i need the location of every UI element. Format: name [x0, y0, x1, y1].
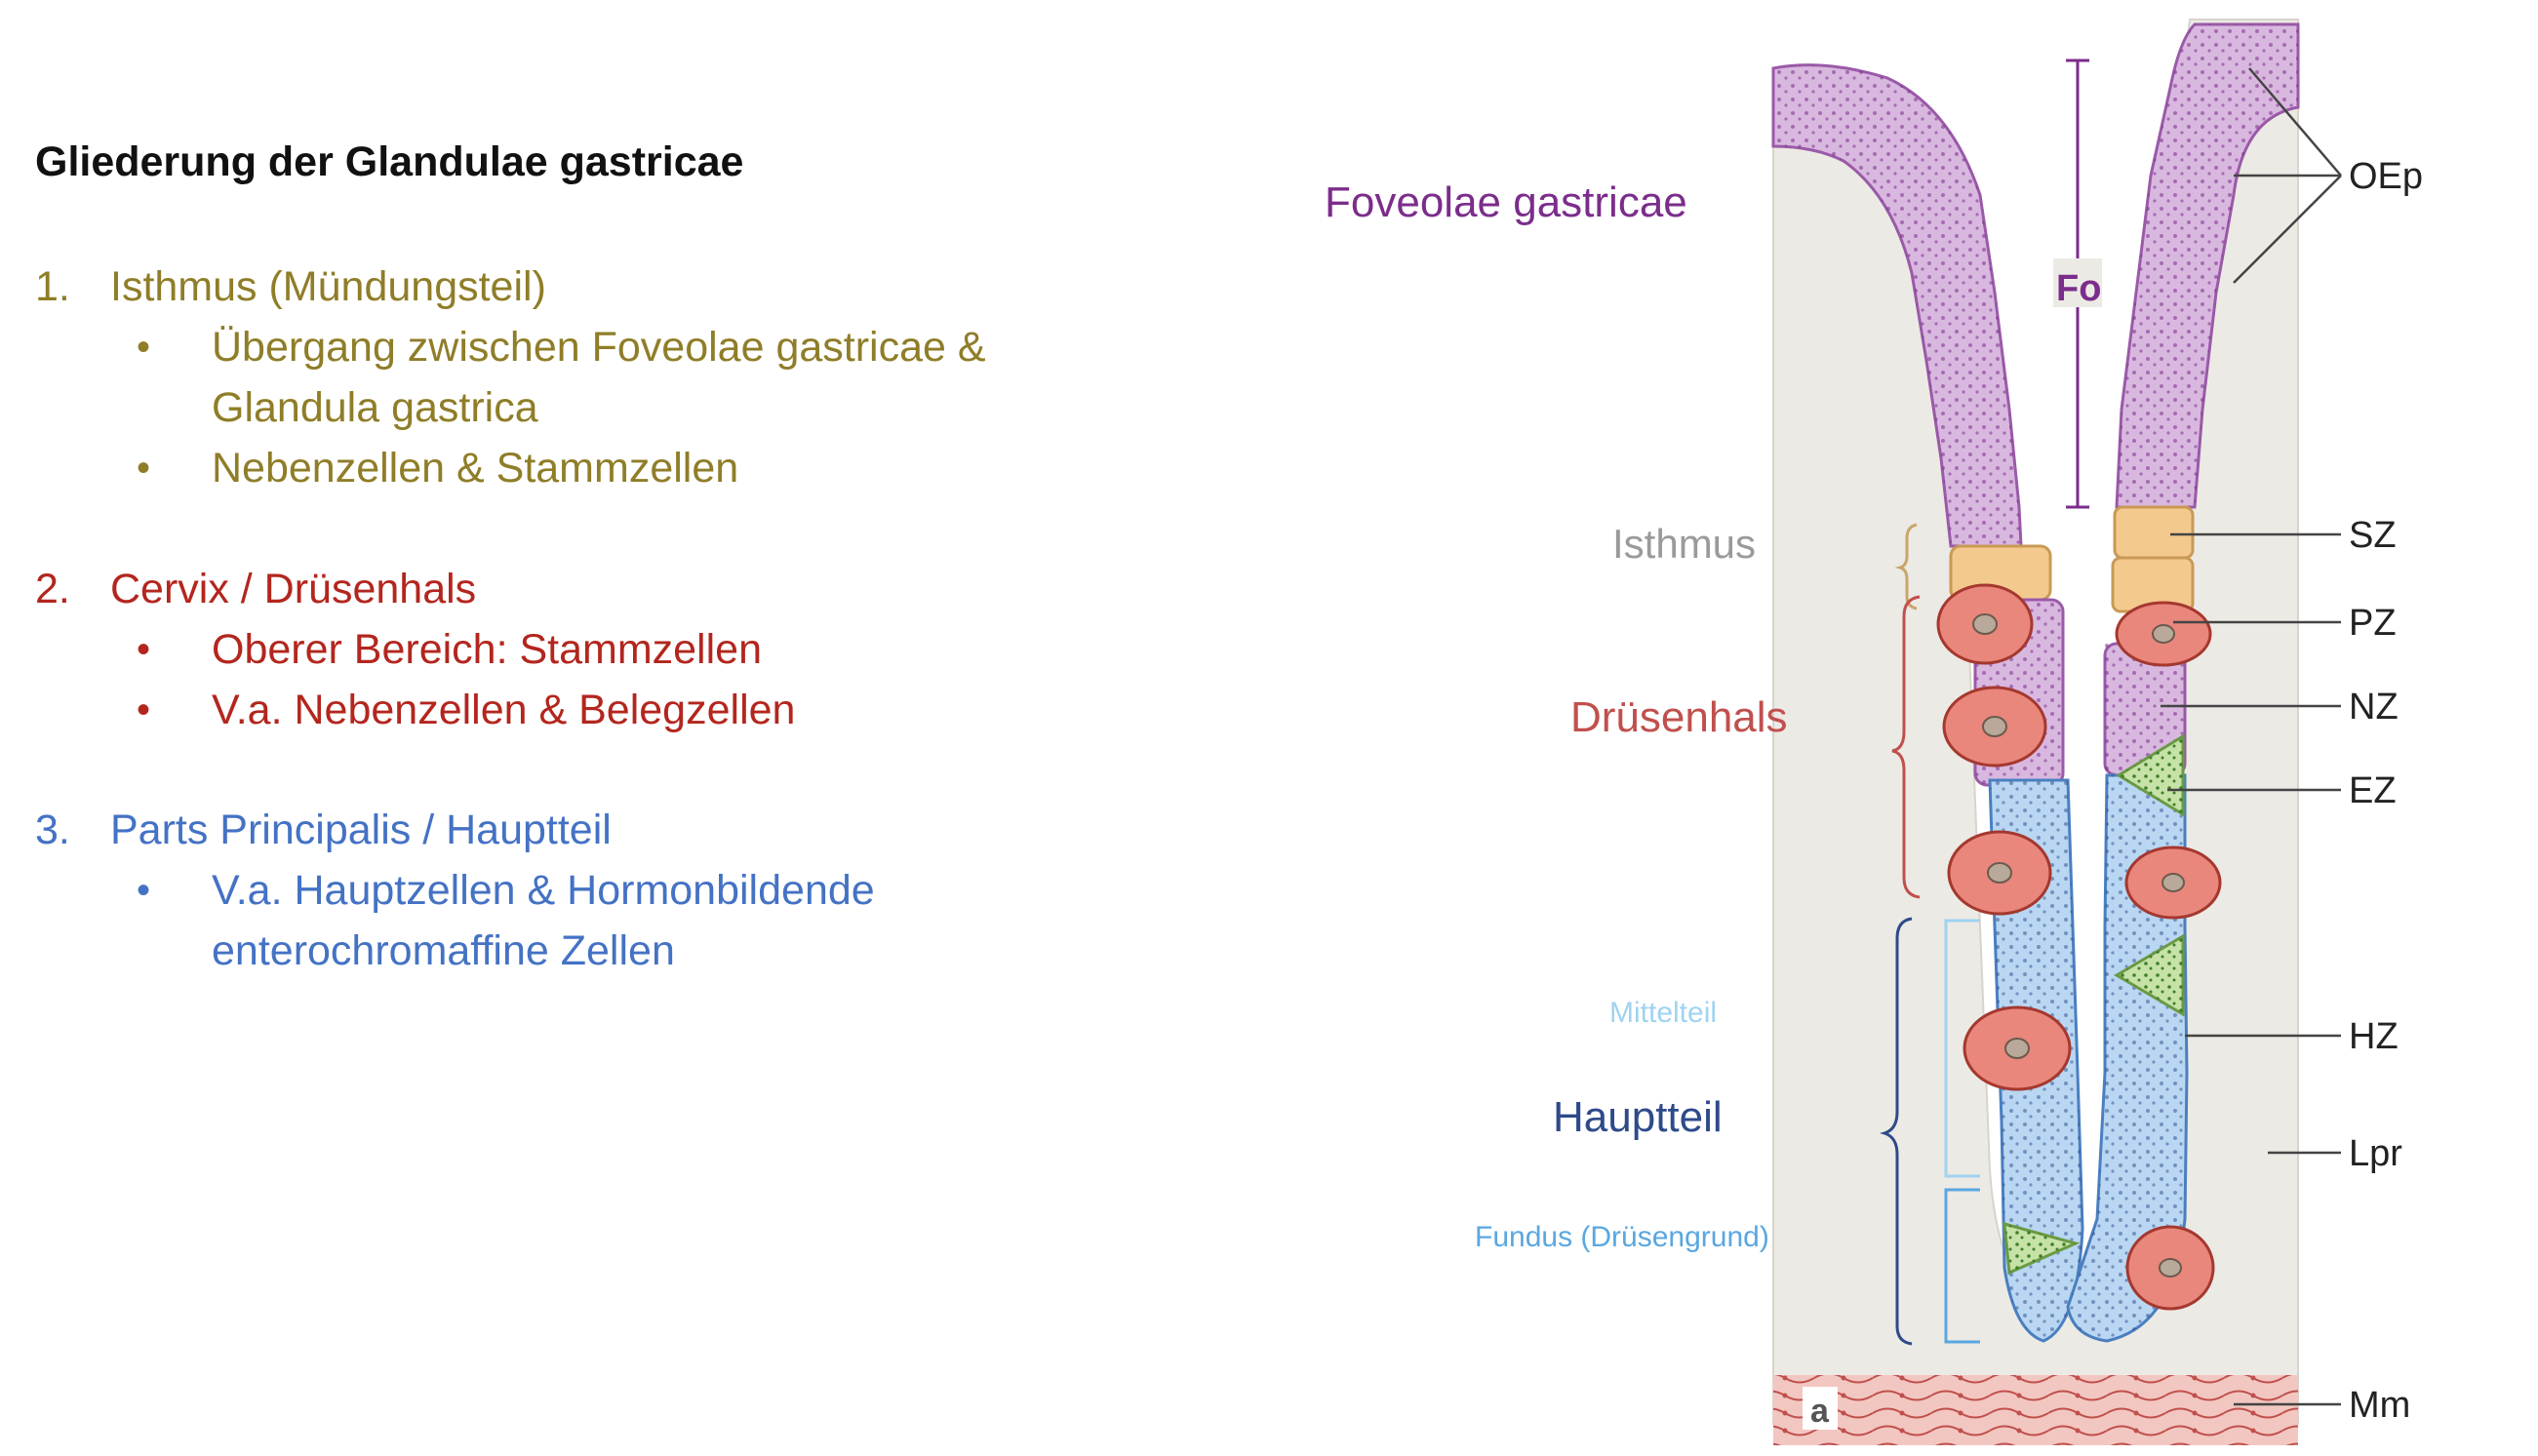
section-label: Cervix / Drüsenhals: [110, 566, 477, 612]
label-mm: Mm: [2349, 1385, 2410, 1426]
section-label: Parts Principalis / Hauptteil: [110, 807, 612, 853]
label-druesenhals: Drüsenhals: [1570, 693, 1788, 741]
label-pz: PZ: [2349, 603, 2397, 644]
section-number: 2.: [35, 566, 70, 612]
section-number: 1.: [35, 263, 70, 310]
label-mittelteil: Mittelteil: [1609, 997, 1717, 1029]
panel-label: a: [1810, 1393, 1830, 1430]
label-lpr: Lpr: [2349, 1133, 2402, 1174]
section-number: 3.: [35, 807, 70, 853]
bullet-text: enterochromaffine Zellen: [212, 927, 675, 974]
section-label: Isthmus (Mündungsteil): [110, 263, 546, 310]
bullet-dot-icon: •: [137, 326, 151, 369]
label-isthmus: Isthmus: [1612, 521, 1756, 567]
bullet-text: V.a. Hauptzellen & Hormonbildende: [212, 867, 875, 914]
bullet-dot-icon: •: [137, 628, 151, 671]
bracket-fundus: [1944, 1188, 1980, 1344]
label-sz: SZ: [2349, 515, 2397, 556]
bullet-dot-icon: •: [137, 869, 151, 912]
slide-title: Gliederung der Glandulae gastricae: [35, 138, 744, 185]
bullet-text: V.a. Nebenzellen & Belegzellen: [212, 687, 796, 733]
bullet-text: Glandula gastrica: [212, 384, 538, 431]
label-hz: HZ: [2349, 1016, 2399, 1057]
label-nz: NZ: [2349, 687, 2399, 728]
panel-label-box: [1803, 1387, 1838, 1430]
label-foveolae: Foveolae gastricae: [1325, 178, 1687, 226]
label-ez: EZ: [2349, 770, 2397, 811]
fo-label-bg: [2053, 258, 2102, 307]
isthmus-cell-right-1: [2113, 505, 2195, 560]
bullet-dot-icon: •: [137, 689, 151, 731]
bracket-hauptteil: [1879, 917, 1913, 1346]
bullet-dot-icon: •: [137, 447, 151, 490]
gastric-gland-diagram: a Fo Foveolae gastricae Isthmus Drüsenha…: [1325, 19, 2423, 1445]
leader-lines: [2161, 67, 2342, 1406]
label-fundus: Fundus (Drüsengrund): [1475, 1221, 1769, 1253]
bullet-text: Übergang zwischen Foveolae gastricae &: [212, 324, 986, 371]
bullet-text: Nebenzellen & Stammzellen: [212, 445, 739, 492]
bullet-text: Oberer Bereich: Stammzellen: [212, 626, 762, 673]
label-oep: OEp: [2349, 156, 2423, 197]
bracket-druesenhals: [1891, 595, 1921, 899]
label-hauptteil: Hauptteil: [1553, 1093, 1723, 1141]
parietal-cells: [1936, 583, 2222, 1311]
fo-label: Fo: [2056, 268, 2101, 309]
bracket-mittelteil: [1944, 919, 1980, 1178]
